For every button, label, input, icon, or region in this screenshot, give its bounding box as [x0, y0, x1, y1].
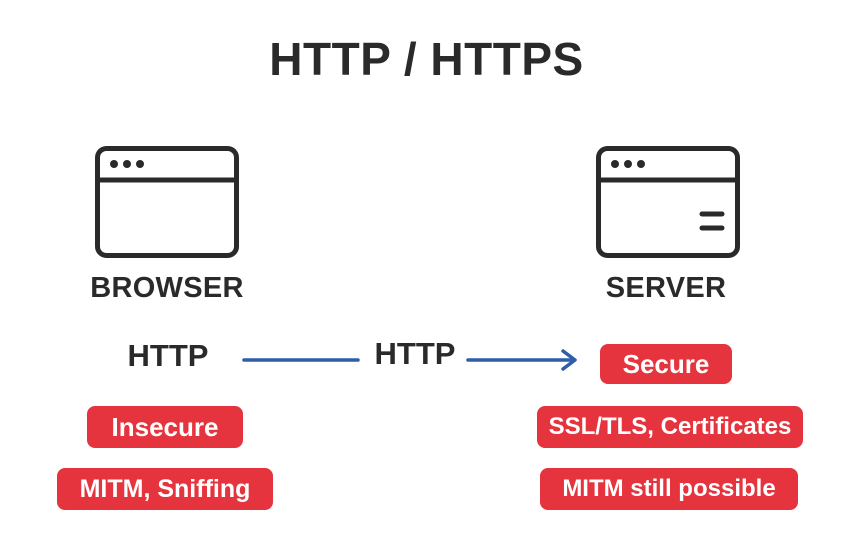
secure-badge: Secure [600, 344, 732, 384]
insecure-badge: Insecure [87, 406, 243, 448]
mitm-sniffing-badge: MITM, Sniffing [57, 468, 273, 510]
browser-label: BROWSER [90, 272, 244, 304]
ssl-tls-badge: SSL/TLS, Certificates [537, 406, 803, 448]
browser-window-icon [95, 146, 239, 258]
connection-arrow [240, 340, 585, 385]
page-title: HTTP / HTTPS [269, 33, 584, 85]
server-window-icon [596, 146, 740, 258]
browser-protocol-label: HTTP [127, 338, 209, 373]
server-label: SERVER [605, 272, 727, 304]
connection-label: HTTP [374, 336, 456, 371]
mitm-possible-badge: MITM still possible [540, 468, 798, 510]
